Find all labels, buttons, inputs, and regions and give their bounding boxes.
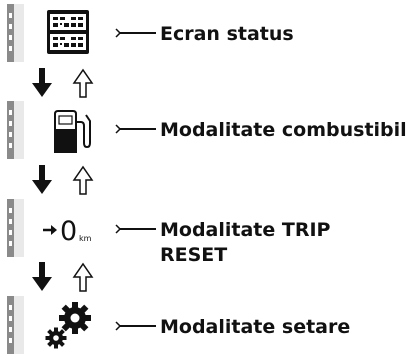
arrow-down-icon [32, 262, 52, 291]
arrow-up-icon [72, 262, 94, 292]
label-connector [115, 321, 156, 331]
label-connector [115, 124, 156, 134]
label-connector [115, 28, 156, 38]
panel-side-stub [7, 296, 14, 354]
panel-screen [24, 199, 119, 257]
arrow-up-icon [72, 165, 94, 195]
mode-label-settings: Modalitate setare [160, 316, 351, 338]
mode-label-status: Ecran status [160, 23, 294, 45]
panel-side-stub [7, 199, 14, 257]
navigation-arrows [32, 165, 94, 195]
mode-label-fuel: Modalitate combustibil [160, 119, 407, 141]
panel-side-stub [7, 101, 14, 159]
navigation-arrows [32, 68, 94, 98]
status-display-icon [47, 10, 89, 54]
mode-panel-status [7, 4, 119, 62]
panel-side-stub [7, 4, 14, 62]
arrow-down-icon [32, 165, 52, 194]
label-connector [115, 224, 156, 234]
trip-reset-icon: 0 km [43, 216, 92, 247]
mode-label-trip-reset-line2: RESET [160, 244, 228, 266]
settings-gears-icon [45, 302, 91, 349]
mode-panel-settings [7, 296, 119, 354]
mode-panel-trip-reset: 0 km [7, 199, 119, 257]
arrow-up-icon [72, 68, 94, 98]
trip-unit-text: km [79, 234, 92, 243]
trip-zero-text: 0 [60, 216, 77, 247]
fuel-pump-icon [54, 110, 91, 153]
arrow-down-icon [32, 68, 52, 97]
mode-label-trip-reset-line1: Modalitate TRIP [160, 219, 331, 241]
mode-panel-fuel [7, 101, 119, 159]
navigation-arrows [32, 262, 94, 292]
